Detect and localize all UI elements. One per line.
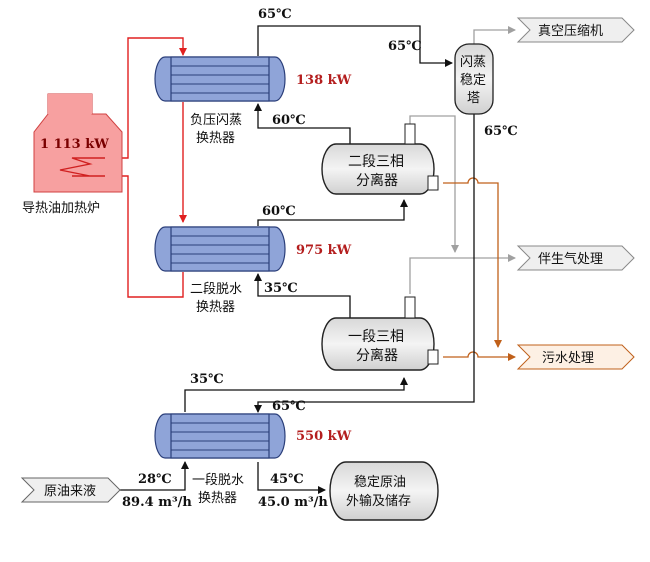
separator-stage2-line2: 分离器 — [356, 172, 398, 189]
furnace-coil-icon — [59, 157, 105, 177]
hx-stage2 — [154, 226, 286, 272]
temp-top-65: 65℃ — [258, 7, 292, 22]
hx-stage2-name-1: 二段脱水 — [190, 282, 242, 297]
hx-stage1-name-1: 一段脱水 — [192, 473, 244, 488]
output-vacuum-label: 真空压缩机 — [538, 23, 603, 39]
temp-stage1-65: 65℃ — [272, 399, 306, 414]
temp-tower-in-65: 65℃ — [388, 39, 422, 54]
hx-flash-power: 138 kW — [296, 73, 352, 88]
separator-stage1-line2: 分离器 — [356, 347, 398, 364]
flow-out: 45.0 m³/h — [258, 495, 328, 510]
hx-flash — [154, 56, 286, 102]
hx-stage2-power: 975 kW — [296, 243, 352, 258]
separator-stage1 — [321, 296, 439, 371]
output-gas-label: 伴生气处理 — [538, 251, 603, 267]
hx-stage1-power: 550 kW — [296, 429, 352, 444]
hx-stage1 — [154, 413, 286, 459]
separator-stage1-line1: 一段三相 — [348, 329, 404, 345]
tower-line2: 稳定 — [460, 72, 486, 88]
temp-feed-28: 28℃ — [138, 472, 172, 487]
tower-line1: 闪蒸 — [460, 55, 486, 70]
furnace-power: 1 113 kW — [40, 137, 109, 152]
hx-stage1-name-2: 换热器 — [198, 491, 237, 506]
input-feed — [20, 477, 121, 503]
separator-stage2-line1: 二段三相 — [348, 154, 404, 170]
gas-lines — [409, 26, 516, 294]
heating-furnace — [33, 93, 123, 193]
output-gas — [516, 245, 635, 271]
furnace-label: 导热油加热炉 — [22, 201, 100, 216]
water-lines — [443, 177, 516, 361]
storage-line2: 外输及储存 — [346, 493, 411, 509]
hx-flash-name-1: 负压闪蒸 — [190, 113, 242, 128]
flash-tower — [454, 43, 494, 115]
temp-stage1-35: 35℃ — [190, 372, 224, 387]
output-water — [516, 344, 635, 370]
storage-line1: 稳定原油 — [354, 474, 406, 490]
flow-feed: 89.4 m³/h — [122, 495, 192, 510]
storage-tank — [329, 461, 439, 521]
oil-lines — [120, 25, 475, 494]
input-feed-label: 原油来液 — [44, 484, 96, 499]
temp-flash-60: 60℃ — [272, 113, 306, 128]
output-vacuum — [516, 17, 635, 43]
tower-line3: 塔 — [467, 91, 480, 106]
hx-stage2-name-2: 换热器 — [196, 300, 235, 315]
output-water-label: 污水处理 — [542, 351, 594, 366]
temp-stage2-35: 35℃ — [264, 281, 298, 296]
temp-out-45: 45℃ — [270, 472, 304, 487]
hx-flash-name-2: 换热器 — [196, 131, 235, 146]
separator-stage2 — [321, 123, 439, 195]
temp-stage2-60: 60℃ — [262, 204, 296, 219]
temp-tower-out-65: 65℃ — [484, 124, 518, 139]
